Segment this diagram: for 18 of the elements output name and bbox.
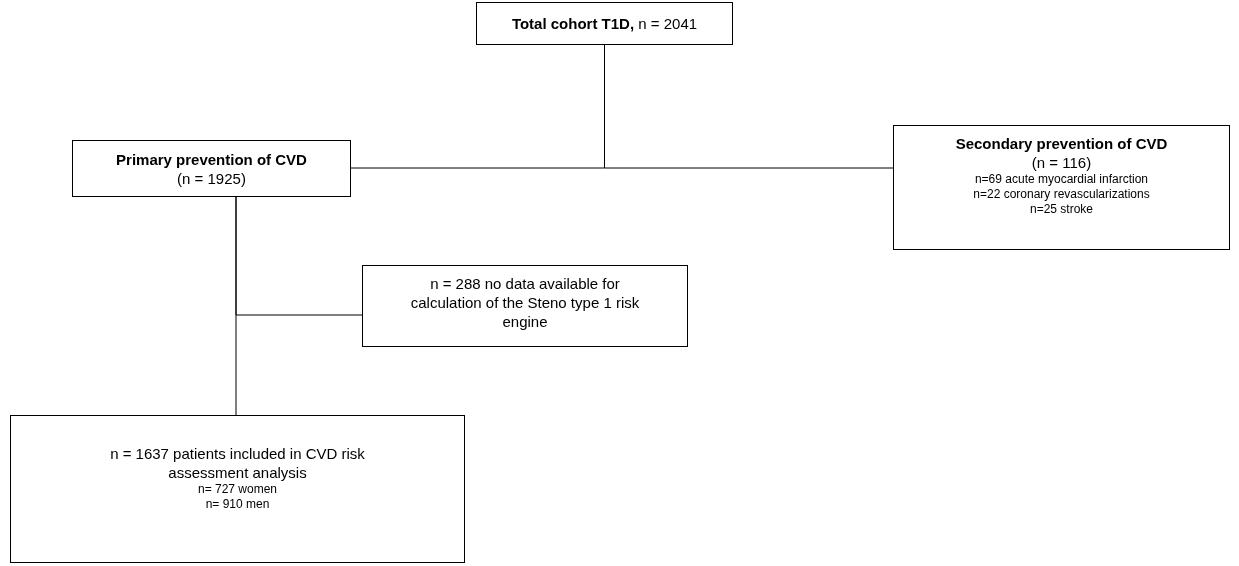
box-text: n=22 coronary revascularizations — [973, 187, 1150, 202]
flowchart-box — [10, 415, 465, 563]
box-text: n= 727 women — [197, 482, 278, 497]
box-text: (n = 116) — [1031, 153, 1092, 172]
box-text: n=25 stroke — [1029, 202, 1093, 217]
box-text: (n = 1925) — [177, 168, 246, 188]
box-heading: Primary prevention of CVD — [116, 149, 307, 169]
flowchart-box — [72, 140, 351, 197]
box-text: Total cohort T1D, n = 2041 — [511, 14, 698, 33]
flowchart-box — [893, 125, 1230, 250]
flowchart-box — [362, 265, 688, 347]
box-text: n= 910 men — [205, 497, 270, 512]
box-heading: Secondary prevention of CVD — [955, 134, 1168, 153]
connector-line — [235, 196, 363, 316]
box-text: n = 1637 patients included in CVD risk assessment analysis — [109, 444, 366, 482]
box-text: n=69 acute myocardial infarction — [974, 172, 1149, 187]
flowchart-box — [476, 2, 733, 45]
box-text: n = 288 no data available for calculation of the Steno type 1 risk engine — [409, 274, 641, 331]
